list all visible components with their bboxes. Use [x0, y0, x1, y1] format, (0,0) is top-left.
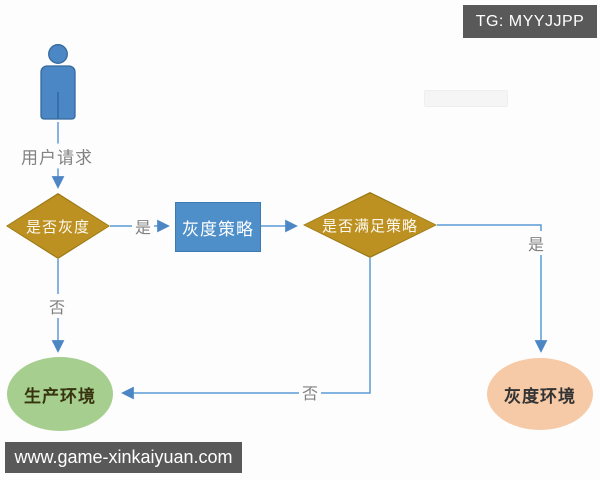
site-watermark-text: www.game-xinkaiyuan.com — [14, 447, 233, 467]
site-watermark-badge: www.game-xinkaiyuan.com — [5, 442, 242, 473]
terminal-gray-env: 灰度环境 — [487, 358, 593, 430]
terminal-gray-env-label: 灰度环境 — [504, 386, 576, 406]
process-gray-strategy: 灰度策略 — [175, 202, 261, 252]
decision-is-gray-label: 是否灰度 — [25, 218, 90, 236]
terminal-production-env-label: 生产环境 — [24, 386, 96, 406]
terminal-production-env: 生产环境 — [7, 357, 113, 431]
tg-watermark-badge: TG: MYYJJPP — [463, 5, 597, 38]
user-icon — [40, 44, 76, 120]
edge-label-yes-2: 是 — [524, 231, 548, 255]
tg-watermark-text: TG: MYYJJPP — [475, 12, 585, 30]
edge-label-no-2: 否 — [298, 380, 322, 404]
edge-decision2-no — [121, 258, 371, 400]
process-gray-strategy-label: 灰度策略 — [182, 219, 254, 239]
edge-decision2-yes — [437, 224, 548, 353]
faint-watermark — [424, 90, 508, 107]
edge-label-yes-1: 是 — [131, 214, 155, 238]
decision-satisfy-strategy-label: 是否满足策略 — [321, 217, 418, 235]
user-request-label: 用户请求 — [18, 143, 96, 169]
edge-label-no-1: 否 — [45, 294, 69, 318]
